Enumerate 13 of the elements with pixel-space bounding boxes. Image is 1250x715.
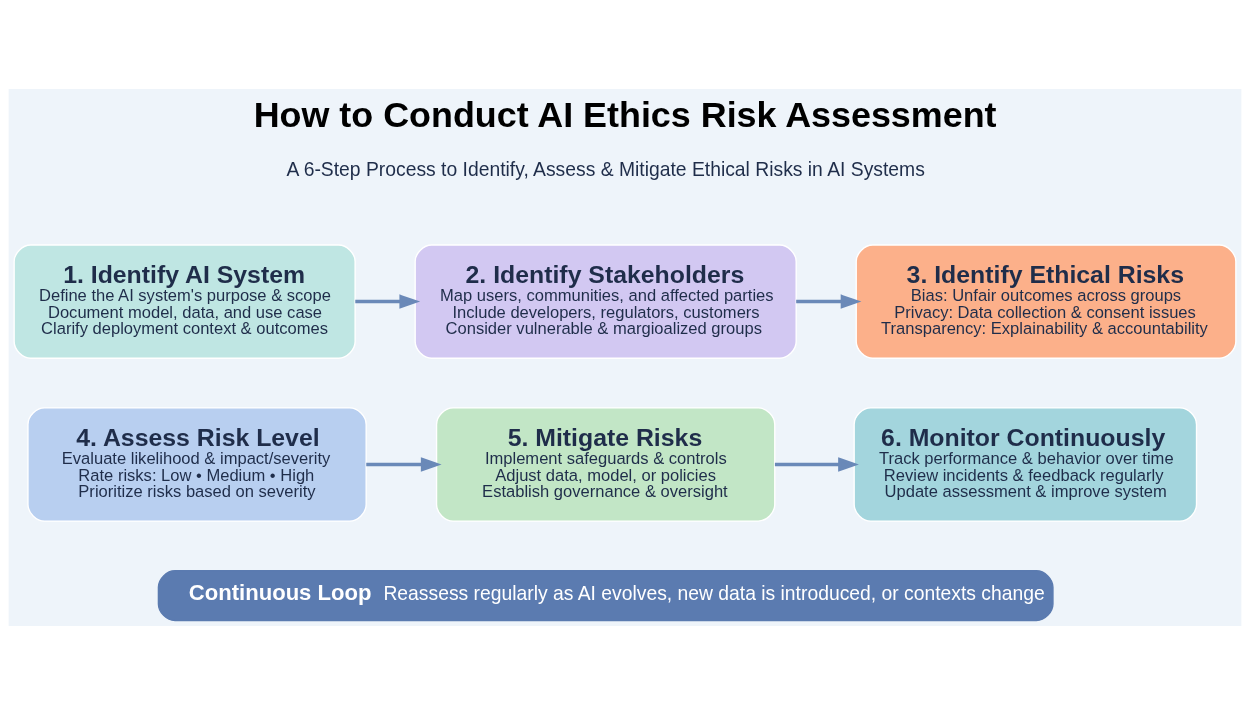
node-box: 6. Monitor Continuously Track performance & behavior over time Review incidents & feedback regularly Update assessment & improve system bbox=[853, 407, 1198, 522]
node-box: 4. Assess Risk Level Evaluate likelihood & impact/severity Rate risks: Low • Medium • High Prioritize risks based on severity bbox=[27, 407, 367, 522]
node-box: 3. Identify Ethical Risks Bias: Unfair outcomes across groups Privacy: Data collection & consent issues Transparency: Explainability & accountability bbox=[855, 244, 1237, 359]
arrow bbox=[355, 294, 421, 309]
diagram-title: How to Conduct AI Ethics Risk Assessment bbox=[253, 95, 997, 136]
node-box: 5. Mitigate Risks Implement safeguards & controls Adjust data, model, or policies Establish governance & oversight bbox=[435, 407, 776, 522]
node-box: 2. Identify Stakeholders Map users, communities, and affected parties Include developers, regulators, customers Consider vulnerable & margioalized groups bbox=[414, 244, 797, 359]
node-box: 1. Identify AI System Define the AI system's purpose & scope Document model, data, and use case Clarify deployment context & outcomes bbox=[13, 244, 356, 359]
label: A 6-Step Process to Identify, Assess & Mitigate Ethical Risks in AI Systems bbox=[286, 158, 925, 180]
arrow bbox=[774, 457, 859, 472]
arrow bbox=[796, 294, 862, 309]
arrow bbox=[366, 457, 442, 472]
node-box: Continuous Loop Reassess regularly as AI evolves, new data is introduced, or contexts change bbox=[157, 570, 1054, 622]
